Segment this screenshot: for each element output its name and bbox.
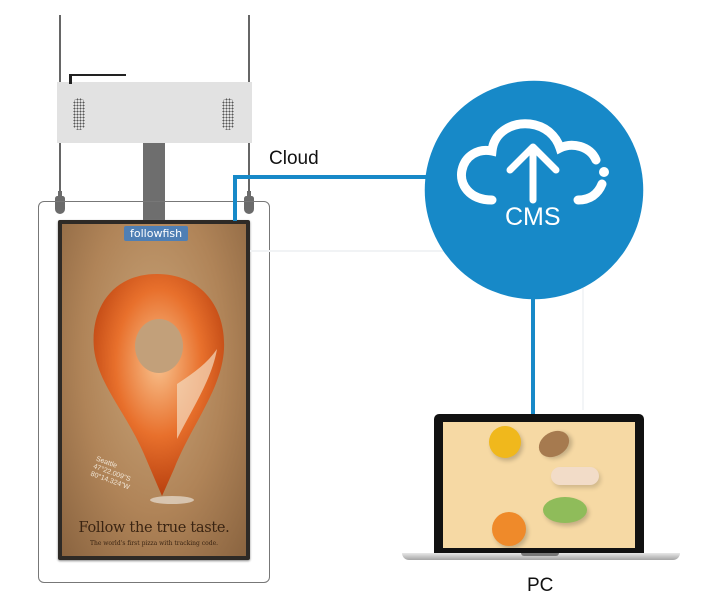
cms-label: CMS <box>505 203 561 231</box>
connector-pc-vertical <box>531 260 535 414</box>
macaron-yellow <box>489 426 521 458</box>
shrimp-body <box>93 274 225 496</box>
media-player-box <box>57 82 252 143</box>
macaron-brown <box>534 425 574 463</box>
speaker-grille-right <box>222 98 234 130</box>
laptop-screen <box>443 422 635 548</box>
laptop <box>434 414 644 554</box>
connector-signage-horizontal <box>233 175 428 179</box>
macaron-orange <box>492 512 526 546</box>
reflection-line <box>250 250 590 252</box>
antenna-icon <box>69 74 126 84</box>
pc-label: PC <box>527 575 554 596</box>
reflection-line-vertical <box>582 250 584 410</box>
signage-headline: Follow the true taste. <box>78 520 230 536</box>
macaron-green <box>543 497 587 523</box>
hook-right <box>244 191 254 214</box>
cloud-label: Cloud <box>269 148 319 169</box>
connector-signage-vertical <box>233 175 237 221</box>
laptop-base <box>402 553 680 560</box>
speaker-grille-left <box>73 98 85 130</box>
laptop-notch <box>521 553 559 556</box>
cloud-upload-icon <box>457 119 609 205</box>
signage-content: followfish Seattle 47°22.009"S 80°14.324… <box>62 224 246 556</box>
hook-left <box>55 191 65 214</box>
macaron-cream <box>551 467 599 485</box>
display-frame <box>38 201 270 583</box>
brand-badge: followfish <box>124 226 189 241</box>
signage-subline: The world's first pizza with tracking co… <box>89 540 219 547</box>
shrimp-hole <box>135 319 183 373</box>
signage-display: followfish Seattle 47°22.009"S 80°14.324… <box>58 220 250 560</box>
shrimp-pin-image <box>93 274 225 504</box>
